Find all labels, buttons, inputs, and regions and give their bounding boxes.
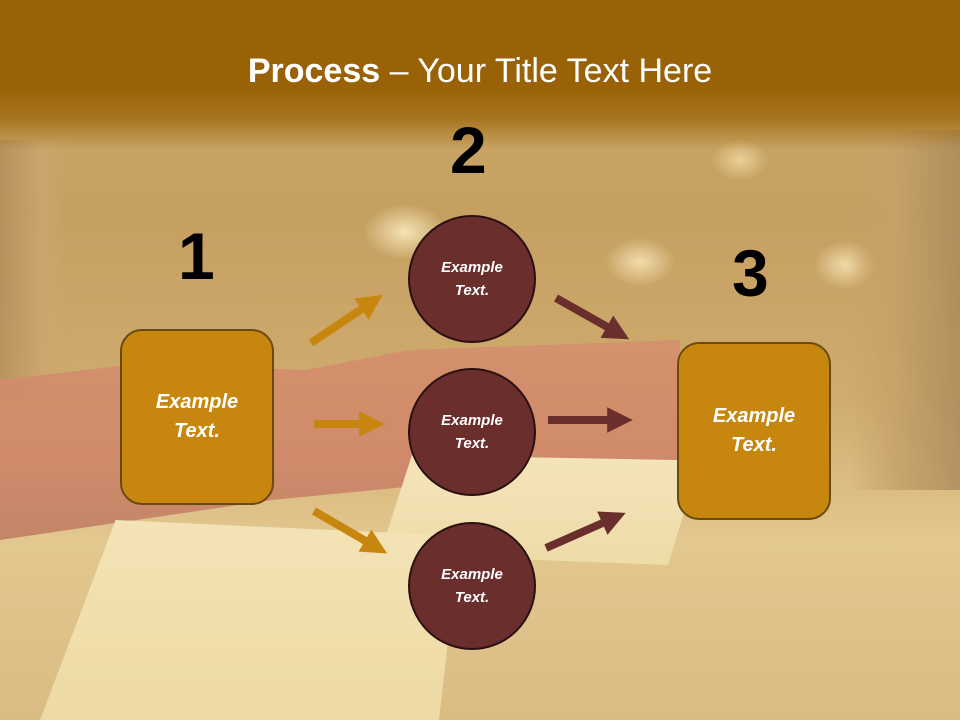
step-3-text-line1: Example <box>712 405 796 427</box>
dining-table-front <box>40 520 460 720</box>
step-number-2: 2 <box>450 113 487 187</box>
step-1-text-line1: Example <box>155 391 239 413</box>
step-1-text-line2: Text. <box>174 420 220 442</box>
circle-bottom[interactable]: Example Text. <box>408 522 536 650</box>
title-bold: Process <box>247 52 381 90</box>
circle-middle[interactable]: Example Text. <box>408 368 536 496</box>
circle-middle-line2: Text. <box>454 435 490 452</box>
circle-top-line2: Text. <box>454 282 490 299</box>
step-3-text-line2: Text. <box>731 434 777 456</box>
arrow-bottom-to-3 <box>544 511 626 552</box>
step-number-3: 3 <box>732 236 769 310</box>
circle-top-line1: Example <box>441 259 503 276</box>
arrow-1-to-top <box>308 294 383 347</box>
step-3-box[interactable]: Example Text. <box>677 342 831 520</box>
step-1-box[interactable]: Example Text. <box>120 329 274 505</box>
curtain-left <box>0 140 70 400</box>
page-title[interactable]: Process – Your Title Text Here <box>0 52 960 91</box>
title-banner <box>0 0 960 150</box>
circle-bottom-line1: Example <box>441 566 503 583</box>
step-number-1: 1 <box>178 219 215 293</box>
circle-bottom-line2: Text. <box>454 589 490 606</box>
arrow-1-to-bottom <box>311 507 388 554</box>
arrow-top-to-3 <box>554 294 630 340</box>
circle-top[interactable]: Example Text. <box>408 215 536 343</box>
circle-middle-line1: Example <box>441 412 503 429</box>
title-rest: – Your Title Text Here <box>380 52 713 90</box>
curtain-right <box>850 130 960 490</box>
